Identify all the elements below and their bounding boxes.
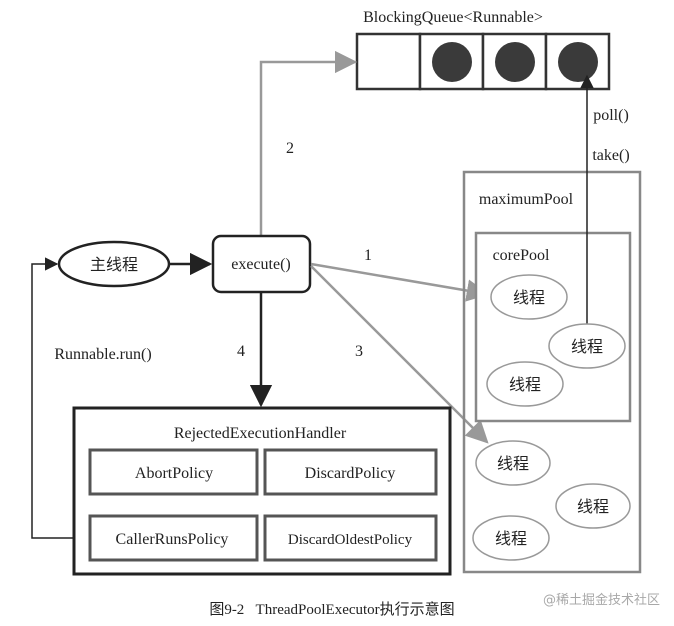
main-thread-label: 主线程 <box>90 255 138 274</box>
core-thread-node <box>548 323 626 369</box>
extra-thread-label: 线程 <box>497 454 529 473</box>
extra-thread-label: 线程 <box>495 529 527 548</box>
core-thread-label: 线程 <box>513 288 545 307</box>
queued-task-ball <box>495 42 535 82</box>
discard-oldest-policy-box <box>263 514 438 562</box>
queued-task-ball <box>432 42 472 82</box>
main-thread-node <box>57 240 171 288</box>
queue-slot-empty <box>355 32 422 91</box>
caller-runs-policy-box <box>88 514 259 562</box>
queued-task-ball <box>558 42 598 82</box>
arrow-caller-runs-loop <box>31 257 89 539</box>
core-thread-label: 线程 <box>571 337 603 356</box>
watermark: @稀土掘金技术社区 <box>543 592 660 608</box>
core-thread-node <box>486 361 564 407</box>
execute-label: execute() <box>231 256 291 273</box>
runnable-run-label: Runnable.run() <box>54 346 151 363</box>
take-label: take() <box>592 147 629 164</box>
core-thread-node <box>490 274 568 320</box>
maximum-pool-label: maximumPool <box>479 191 574 208</box>
extra-thread-label: 线程 <box>577 497 609 516</box>
discard-oldest-policy-label: DiscardOldestPolicy <box>288 532 413 548</box>
core-thread-label: 线程 <box>509 375 541 394</box>
discard-policy-label: DiscardPolicy <box>305 465 396 482</box>
arrow-step-2 <box>259 50 358 236</box>
extra-thread-node <box>472 515 550 561</box>
blocking-queue <box>355 32 611 91</box>
rejected-handler-label: RejectedExecutionHandler <box>174 425 347 442</box>
caller-runs-policy-label: CallerRunsPolicy <box>116 531 229 548</box>
queue-label: BlockingQueue<Runnable> <box>363 9 543 26</box>
step-4-label: 4 <box>237 343 245 360</box>
figure-caption: 图9-2 ThreadPoolExecutor执行示意图 <box>209 600 454 618</box>
step-1-label: 1 <box>364 247 372 264</box>
extra-thread-node <box>555 483 631 529</box>
arrow-step-1 <box>310 262 490 302</box>
step-2-label: 2 <box>286 140 294 157</box>
step-3-label: 3 <box>355 343 363 360</box>
abort-policy-label: AbortPolicy <box>135 465 213 482</box>
discard-policy-box <box>263 448 438 496</box>
core-pool-label: corePool <box>493 247 550 264</box>
arrow-step-3 <box>310 265 489 444</box>
extra-thread-node <box>475 440 551 486</box>
maximum-pool-box <box>462 170 642 574</box>
poll-label: poll() <box>593 107 629 124</box>
abort-policy-box <box>88 448 259 496</box>
